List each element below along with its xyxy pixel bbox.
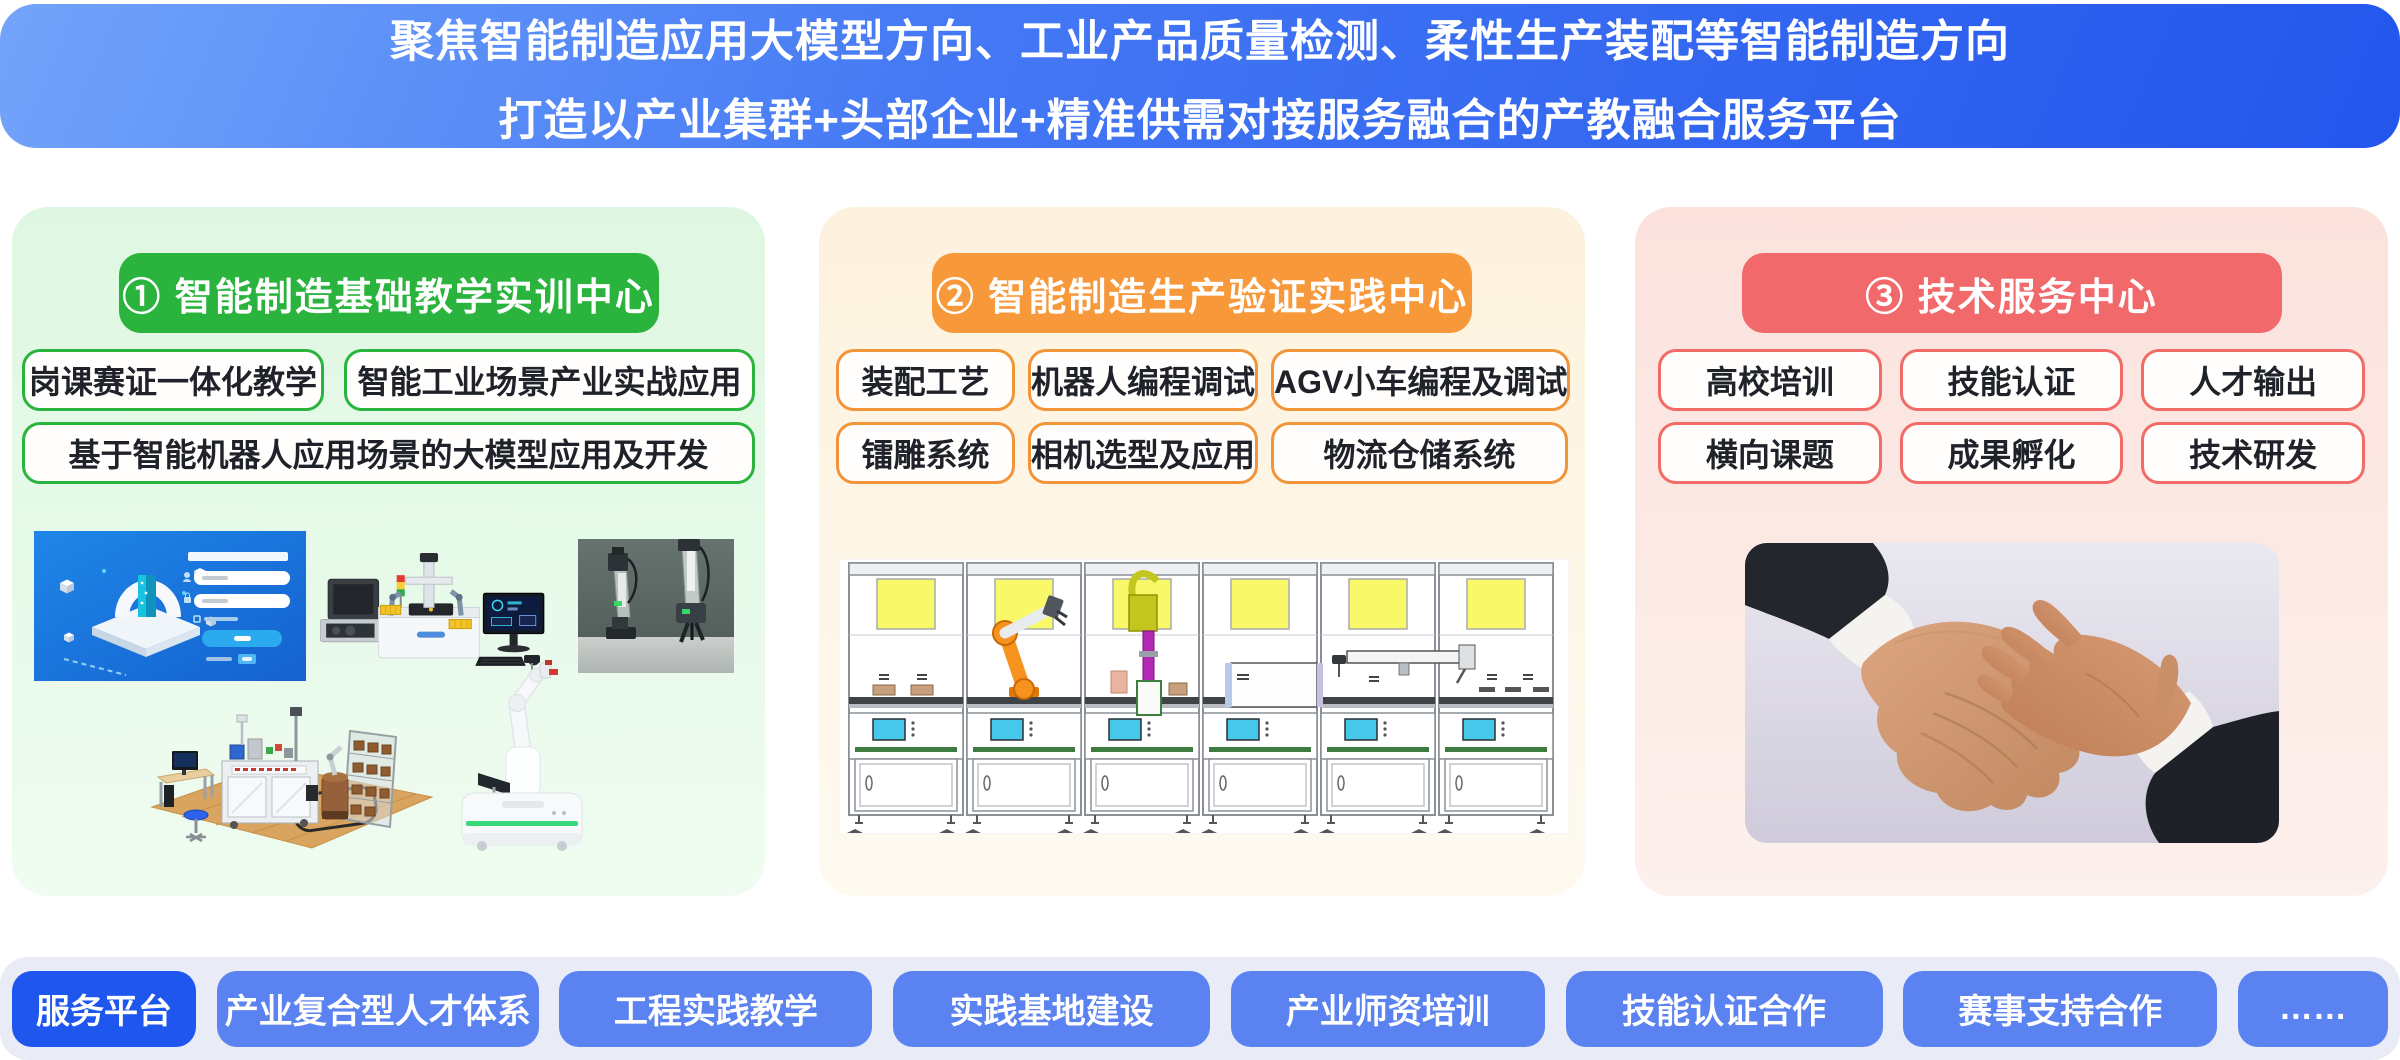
handshake-photo-image <box>1745 543 2279 843</box>
footer-tab-bar: 服务平台 产业复合型人才体系 工程实践教学 实践基地建设 产业师资培训 技能认证… <box>0 957 2400 1060</box>
production-chip-1: 装配工艺 <box>836 349 1015 411</box>
service-chip-2: 技能认证 <box>1899 349 2124 411</box>
teaching-center-title-badge: ① 智能制造基础教学实训中心 <box>118 253 659 333</box>
footer-tab-service-platform[interactable]: 服务平台 <box>12 970 196 1047</box>
teaching-chip-2: 智能工业场景产业实战应用 <box>344 349 755 411</box>
service-photo-area <box>1635 207 2388 896</box>
teaching-chip-row-2: 基于智能机器人应用场景的大模型应用及开发 <box>22 422 755 484</box>
footer-tab-compound-talent-system[interactable]: 产业复合型人才体系 <box>216 970 539 1047</box>
card-production-verification-center: ② 智能制造生产验证实践中心 装配工艺 机器人编程调试 AGV小车编程及调试 镭… <box>819 207 1585 896</box>
teaching-chip-1: 岗课赛证一体化教学 <box>22 349 324 411</box>
production-chip-row-2: 镭雕系统 相机选型及应用 物流仓储系统 <box>836 422 1568 484</box>
service-chip-6: 技术研发 <box>2141 422 2366 484</box>
footer-tab-practice-base-construction[interactable]: 实践基地建设 <box>893 970 1211 1047</box>
header-banner: 聚焦智能制造应用大模型方向、工业产品质量检测、柔性生产装配等智能制造方向 打造以… <box>0 4 2400 148</box>
footer-tab-competition-support-cooperation[interactable]: 赛事支持合作 <box>1903 970 2218 1047</box>
mobile-manipulator-robot-image <box>461 655 583 851</box>
production-chip-5: 相机选型及应用 <box>1028 422 1259 484</box>
production-chip-2: 机器人编程调试 <box>1028 349 1259 411</box>
service-chip-3: 人才输出 <box>2141 349 2366 411</box>
footer-tab-industry-teacher-training[interactable]: 产业师资培训 <box>1230 970 1545 1047</box>
banner-line-1: 聚焦智能制造应用大模型方向、工业产品质量检测、柔性生产装配等智能制造方向 <box>390 16 2010 66</box>
production-center-title-badge: ② 智能制造生产验证实践中心 <box>932 253 1472 333</box>
teaching-chip-row-1: 岗课赛证一体化教学 智能工业场景产业实战应用 <box>22 349 755 411</box>
production-chip-row-1: 装配工艺 机器人编程调试 AGV小车编程及调试 <box>836 349 1571 411</box>
assembly-production-line-image <box>839 559 1569 834</box>
production-chip-3: AGV小车编程及调试 <box>1271 349 1571 411</box>
production-chip-4: 镭雕系统 <box>836 422 1015 484</box>
service-chip-row-2: 横向课题 成果孵化 技术研发 <box>1658 422 2366 484</box>
banner-line-2: 打造以产业集群+头部企业+精准供需对接服务融合的产教融合服务平台 <box>498 95 1902 145</box>
dual-robot-arms-photo-image <box>578 539 734 673</box>
service-chip-4: 横向课题 <box>1658 422 1882 484</box>
production-photo-area <box>819 207 1585 896</box>
service-chip-row-1: 高校培训 技能认证 人才输出 <box>1658 349 2366 411</box>
benchtop-training-equipment-image <box>320 553 545 666</box>
service-chip-1: 高校培训 <box>1658 349 1882 411</box>
service-chip-5: 成果孵化 <box>1899 422 2124 484</box>
card-technical-service-center: ③ 技术服务中心 高校培训 技能认证 人才输出 横向课题 成果孵化 技术研发 <box>1635 207 2388 896</box>
footer-tab-engineering-practice-teaching[interactable]: 工程实践教学 <box>559 970 873 1047</box>
teaching-photo-collage <box>12 207 765 896</box>
login-platform-screenshot-image <box>34 531 306 681</box>
production-chip-6: 物流仓储系统 <box>1271 422 1568 484</box>
service-center-title-badge: ③ 技术服务中心 <box>1741 253 2282 333</box>
card-teaching-training-center: ① 智能制造基础教学实训中心 岗课赛证一体化教学 智能工业场景产业实战应用 基于… <box>12 207 765 896</box>
training-cell-with-agv-image <box>150 707 434 849</box>
footer-tab-skill-certification-cooperation[interactable]: 技能认证合作 <box>1565 970 1883 1047</box>
footer-tab-more[interactable]: …… <box>2237 970 2388 1047</box>
teaching-chip-3: 基于智能机器人应用场景的大模型应用及开发 <box>22 422 755 484</box>
